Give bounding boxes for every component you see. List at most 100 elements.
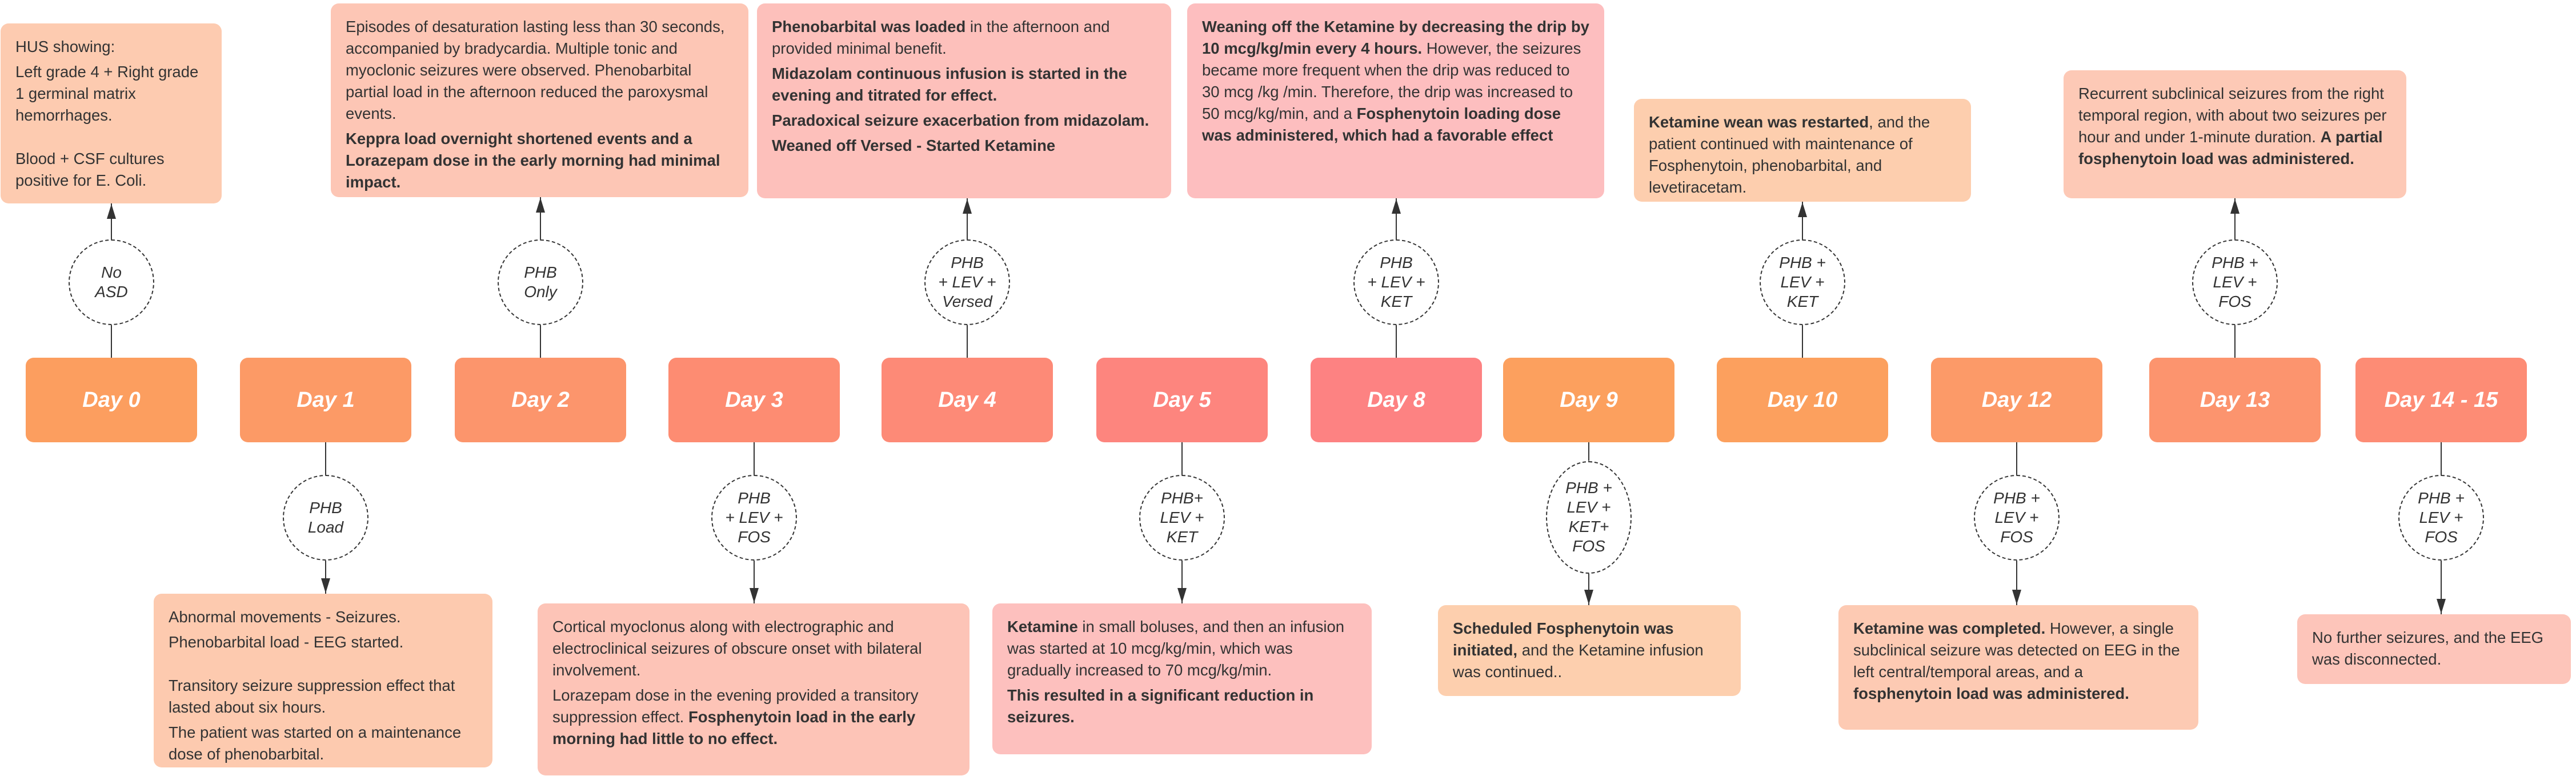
arrow-down-icon: [2437, 599, 2446, 614]
note-text: No further seizures, and the EEG was dis…: [2312, 629, 2544, 668]
regimen-line: PHB+: [1161, 489, 1203, 507]
regimen-circle: PHB+ LEV + KET: [1139, 475, 1225, 561]
regimen-circle: PHB +LEV +KET: [1760, 239, 1845, 325]
regimen-line: LEV +: [1994, 509, 2039, 526]
regimen-line: No: [101, 263, 122, 281]
regimen-line: LEV +: [1567, 498, 1611, 516]
event-note: Ketamine wean was restarted, and the pat…: [1634, 99, 1971, 202]
regimen-line: KET+: [1568, 518, 1609, 535]
arrow-up-icon: [1392, 199, 1401, 214]
regimen-circle: PHB +LEV +FOS: [2192, 239, 2278, 325]
note-paragraph: The patient was started on a maintenance…: [169, 722, 478, 765]
event-note: Abnormal movements - Seizures. Phenobarbi…: [154, 594, 492, 767]
note-text: Recurrent subclinical seizures from the …: [2078, 85, 2387, 146]
note-text: Phenobarbital load - EEG started.: [169, 633, 404, 651]
note-text: Episodes of desaturation lasting less th…: [346, 18, 725, 122]
regimen-line: PHB: [738, 489, 771, 507]
day-label: Day 3: [725, 387, 783, 412]
day-box: Day 12: [1931, 358, 2102, 442]
note-text: in the afternoon and provided minimal be…: [772, 18, 1110, 57]
day-label: Day 12: [1981, 387, 2052, 412]
note-text-bold: Scheduled Fosphenytoin was initiated,: [1453, 619, 1674, 659]
event-note: Ketamine in small boluses, and then an i…: [992, 603, 1372, 754]
note-paragraph: Ketamine in small boluses, and then an i…: [1007, 616, 1357, 681]
note-paragraph: Left grade 4 + Right grade 1 germinal ma…: [15, 61, 207, 126]
regimen-line: Versed: [942, 293, 992, 310]
arrow-up-icon: [2230, 199, 2240, 214]
note-text: HUS showing:: [15, 38, 115, 55]
note-paragraph: HUS showing:: [15, 36, 207, 58]
regimen-line: PHB +: [1565, 479, 1612, 497]
day-label: Day 8: [1367, 387, 1425, 412]
regimen-line: LEV +: [1160, 509, 1204, 526]
note-paragraph: Keppra load overnight shortened events a…: [346, 128, 734, 193]
regimen-line: + LEV +: [1367, 273, 1425, 291]
note-text: However, a single subclinical seizure wa…: [1853, 619, 2180, 681]
regimen-line: PHB +: [2418, 489, 2465, 507]
note-paragraph: Blood + CSF cultures positive for E. Col…: [15, 148, 207, 191]
note-text-bold: Ketamine was completed.: [1853, 619, 2046, 637]
day-box: Day 3: [668, 358, 840, 442]
note-text-bold: Midazolam continuous infusion is started…: [772, 65, 1127, 104]
day-label: Day 1: [297, 387, 355, 412]
regimen-line: Only: [524, 283, 557, 301]
note-paragraph: Abnormal movements - Seizures.: [169, 606, 478, 628]
regimen-line: PHB: [309, 499, 342, 517]
note-paragraph: Weaning off the Ketamine by decreasing t…: [1202, 16, 1589, 146]
event-note: Weaning off the Ketamine by decreasing t…: [1187, 3, 1604, 198]
regimen-line: KET: [1380, 293, 1412, 310]
regimen-line: LEV +: [2419, 509, 2463, 526]
note-text-bold: Phenobarbital was loaded: [772, 18, 966, 35]
note-paragraph: Weaned off Versed - Started Ketamine: [772, 135, 1156, 157]
note-text: Lorazepam dose in the evening provided a…: [552, 686, 919, 726]
day-box: Day 8: [1311, 358, 1482, 442]
regimen-circle: PHB+ LEV +KET: [1353, 239, 1439, 325]
note-paragraph: No further seizures, and the EEG was dis…: [2312, 627, 2556, 670]
note-text-bold: Weaned off Versed - Started Ketamine: [772, 137, 1056, 154]
day-label: Day 13: [2200, 387, 2270, 412]
note-paragraph: Phenobarbital load - EEG started.: [169, 631, 478, 653]
note-text-bold: Ketamine: [1007, 618, 1078, 635]
regimen-line: ASD: [95, 283, 128, 301]
regimen-line: FOS: [2000, 528, 2033, 546]
regimen-line: PHB +: [1779, 254, 1826, 271]
regimen-circle: PHB+ LEV +Versed: [924, 239, 1010, 325]
note-text: Blood + CSF cultures positive for E. Col…: [15, 150, 165, 189]
note-paragraph: Lorazepam dose in the evening provided a…: [552, 685, 955, 750]
regimen-circle: PHB +LEV +KET+FOS: [1546, 461, 1632, 574]
day-label: Day 10: [1767, 387, 1838, 412]
event-note: Phenobarbital was loaded in the afternoo…: [757, 3, 1171, 198]
note-text-bold: Fosphenytoin load in the early morning h…: [552, 708, 916, 747]
day-label: Day 0: [82, 387, 141, 412]
event-note: Ketamine was completed. However, a singl…: [1838, 605, 2198, 730]
note-text: in small boluses, and then an infusion w…: [1007, 618, 1345, 679]
day-box: Day 4: [882, 358, 1053, 442]
regimen-line: KET: [1786, 293, 1818, 310]
event-note: Recurrent subclinical seizures from the …: [2064, 70, 2406, 198]
arrow-up-icon: [1798, 202, 1807, 217]
note-paragraph: Paradoxical seizure exacerbation from mi…: [772, 110, 1156, 131]
note-text: , and the patient continued with mainten…: [1649, 113, 1930, 196]
note-text-bold: Keppra load overnight shortened events a…: [346, 130, 720, 191]
day-box: Day 9: [1503, 358, 1674, 442]
note-paragraph: This resulted in a significant reduction…: [1007, 685, 1357, 728]
arrow-down-icon: [321, 578, 330, 593]
note-text: However, the seizures became more freque…: [1202, 39, 1581, 122]
regimen-line: Load: [307, 518, 344, 536]
event-note: Cortical myoclonus along with electrogra…: [538, 603, 969, 775]
note-text: and the Ketamine infusion was continued.…: [1453, 641, 1704, 681]
regimen-line: PHB +: [2212, 254, 2258, 271]
regimen-line: LEV +: [2213, 273, 2257, 291]
regimen-line: KET: [1166, 528, 1198, 546]
note-paragraph: Cortical myoclonus along with electrogra…: [552, 616, 955, 681]
regimen-line: + LEV +: [725, 509, 783, 526]
arrow-up-icon: [536, 198, 545, 213]
note-text: Left grade 4 + Right grade 1 germinal ma…: [15, 63, 199, 124]
note-paragraph: Scheduled Fosphenytoin was initiated, an…: [1453, 618, 1726, 683]
event-note: Scheduled Fosphenytoin was initiated, an…: [1438, 605, 1741, 696]
note-paragraph: Recurrent subclinical seizures from the …: [2078, 83, 2391, 170]
day-box: Day 13: [2149, 358, 2321, 442]
day-box: Day 1: [240, 358, 411, 442]
note-paragraph: Ketamine wean was restarted, and the pat…: [1649, 111, 1956, 198]
